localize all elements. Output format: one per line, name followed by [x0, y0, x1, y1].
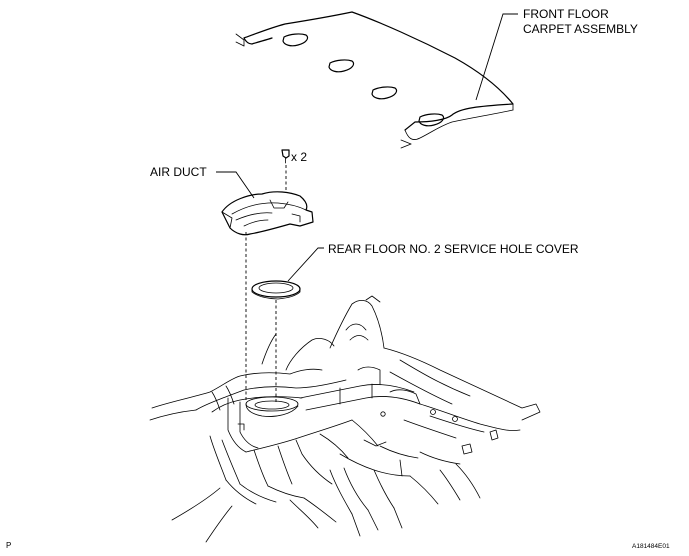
- air-duct-part: [221, 191, 314, 236]
- air-duct-leader-line: [216, 171, 255, 199]
- carpet-leader-line: [475, 13, 518, 101]
- fastener-quantity: x 2: [291, 150, 307, 164]
- service-cover-leader-line: [287, 247, 324, 282]
- page-mark: P: [6, 541, 11, 550]
- service-hole-cover-part: [251, 280, 301, 300]
- figure-code: A181484E01: [632, 543, 670, 550]
- front-floor-carpet-assembly: [235, 11, 514, 149]
- fastener-clip-icon: [281, 149, 290, 164]
- carpet-label-line1: FRONT FLOOR: [523, 7, 609, 21]
- service-cover-label: REAR FLOOR NO. 2 SERVICE HOLE COVER: [328, 242, 579, 256]
- air-duct-label: AIR DUCT: [150, 165, 207, 179]
- rear-floor-body: [149, 295, 541, 543]
- carpet-label-line2: CARPET ASSEMBLY: [523, 22, 638, 36]
